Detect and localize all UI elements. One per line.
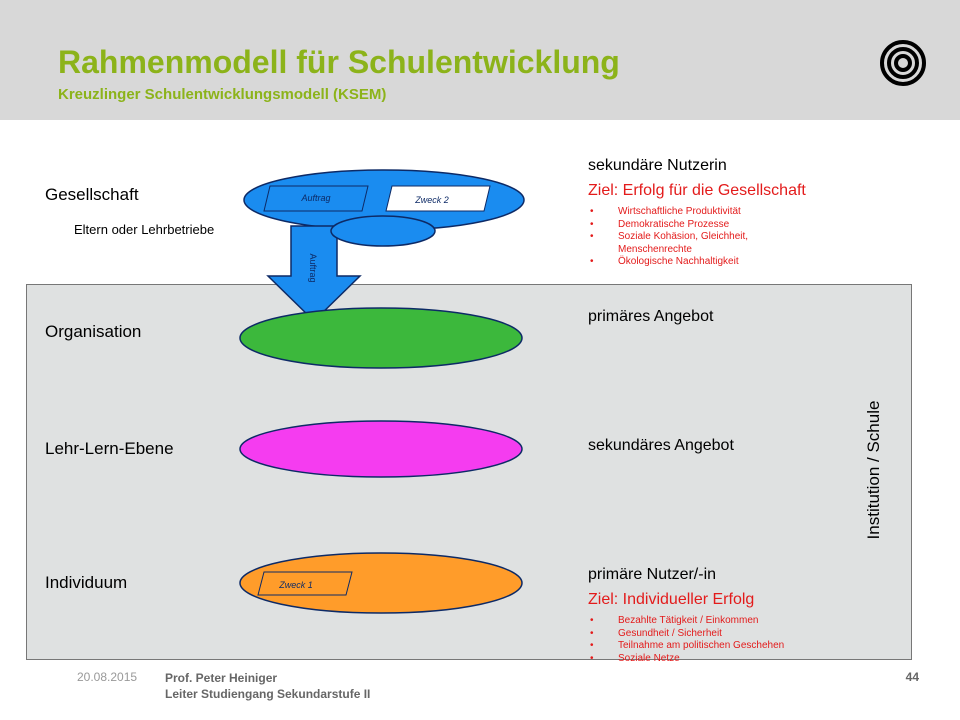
auftrag-box — [263, 185, 369, 212]
secondary-offer-label: sekundäres Angebot — [588, 437, 734, 454]
concentric-circles-logo-icon — [880, 40, 926, 86]
parents-ellipse — [330, 215, 436, 247]
institution-label: Institution / Schule — [864, 400, 883, 540]
level-organisation: Organisation — [45, 322, 142, 341]
auftrag-box-label: Auftrag — [300, 193, 330, 203]
auftrag-arrow-label: Auftrag — [308, 253, 318, 282]
footer-author-name: Prof. Peter Heiniger — [165, 671, 278, 685]
level-society: Gesellschaft — [45, 185, 139, 204]
list-item: Ökologische Nachhaltigkeit — [586, 256, 816, 269]
level-individual: Individuum — [45, 573, 128, 592]
primary-offer-label: primäres Angebot — [588, 308, 714, 325]
secondary-user-label: sekundäre Nutzerin — [588, 157, 727, 174]
organisation-ellipse — [239, 307, 523, 369]
level-society-sub: Eltern oder Lehrbetriebe — [74, 222, 215, 237]
zweck2-box — [385, 185, 491, 212]
list-item: Teilnahme am politischen Geschehen — [586, 640, 816, 653]
level-teaching: Lehr-Lern-Ebene — [45, 439, 174, 458]
individual-ellipse — [239, 552, 523, 614]
list-item: Soziale Netze — [586, 653, 816, 666]
list-item: Bezahlte Tätigkeit / Einkommen — [586, 615, 816, 628]
page-subtitle: Kreuzlinger Schulentwicklungsmodell (KSE… — [58, 86, 387, 103]
footer-date: 20.08.2015 — [77, 670, 138, 684]
page-title: Rahmenmodell für Schulentwicklung — [58, 44, 620, 80]
zweck2-box-label: Zweck 2 — [414, 195, 449, 205]
list-item: Wirtschaftliche Produktivität — [586, 206, 816, 219]
goal-individual-label: Ziel: Individueller Erfolg — [588, 591, 755, 608]
page-number: 44 — [905, 670, 919, 684]
zweck1-box-label: Zweck 1 — [278, 580, 313, 590]
footer-author: Prof. Peter Heiniger Leiter Studiengang … — [165, 670, 370, 702]
individual-goals-list: Bezahlte Tätigkeit / Einkommen Gesundhei… — [586, 615, 816, 665]
footer-author-role: Leiter Studiengang Sekundarstufe II — [165, 687, 371, 701]
teaching-ellipse — [239, 420, 523, 478]
goal-society-label: Ziel: Erfolg für die Gesellschaft — [588, 182, 806, 199]
zweck1-box — [257, 571, 353, 596]
header-band — [0, 0, 960, 120]
list-item: Soziale Kohäsion, Gleichheit, Menschenre… — [586, 231, 816, 256]
list-item: Gesundheit / Sicherheit — [586, 628, 816, 641]
society-goals-list: Wirtschaftliche Produktivität Demokratis… — [586, 206, 816, 269]
primary-user-label: primäre Nutzer/-in — [588, 566, 717, 583]
list-item: Demokratische Prozesse — [586, 219, 816, 232]
